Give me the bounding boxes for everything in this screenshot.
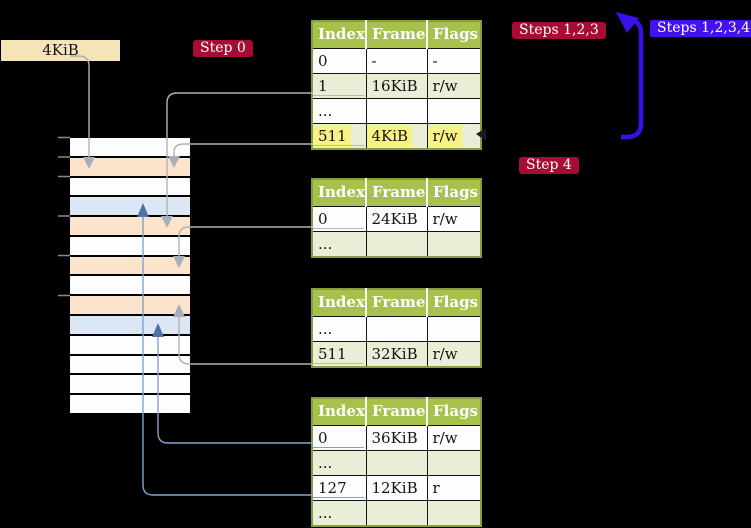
badge-steps-1234: Steps 1,2,3,4 [650,20,751,37]
table-row: 0 36KiB r/w [312,425,481,451]
table-row: 0 - - [312,48,481,74]
memory-frame-row [70,236,190,255]
memory-frame-row-pagetable [70,256,190,275]
col-header-frame: Frame [366,289,428,317]
col-header-frame: Frame [366,179,428,207]
arrow-p4e511-to-frame1 [173,143,313,156]
table-header-row: Index Frame Flags [312,179,481,207]
table-header-row: Index Frame Flags [312,398,481,426]
memory-frame-row [70,355,190,374]
col-header-flags: Flags [427,179,481,207]
table-header-row: Index Frame Flags [312,289,481,317]
memory-frame-row-pagetable [70,217,190,235]
memory-frame-row [70,276,190,295]
memory-frame-row [70,395,190,413]
col-header-flags: Flags [427,289,481,317]
table-row: ... [312,500,481,526]
col-header-flags: Flags [427,21,481,49]
page-table-p2: Index Frame Flags ... 511 32KiB r/w [311,288,482,368]
memory-frame-row-pagetable [70,296,190,315]
page-table-p1: Index Frame Flags 0 36KiB r/w ... 127 12… [311,397,482,527]
col-header-index: Index [312,21,367,49]
memory-frame-row [70,138,190,156]
highlighted-value: 511 [313,126,351,147]
physical-memory-strip [70,138,190,413]
badge-step-0: Step 0 [193,40,253,57]
memory-frame-row [70,335,190,354]
memory-frame-row-datapage [70,197,190,216]
col-header-index: Index [312,398,367,426]
memory-frame-row-pagetable [70,157,190,176]
badge-step-4: Step 4 [519,157,579,174]
col-header-frame: Frame [366,21,428,49]
col-header-frame: Frame [366,398,428,426]
col-header-index: Index [312,289,367,317]
memory-frame-row [70,375,190,394]
highlighted-value: 4KiB [366,126,413,147]
table-row: ... [312,450,481,476]
col-header-index: Index [312,179,367,207]
arrow-p2e511-to-frame8 [178,317,313,365]
frame-size-label: 4KiB [1,40,120,61]
page-table-p4: Index Frame Flags 0 - - 1 16KiB r/w ... … [311,20,482,150]
col-header-flags: Flags [427,398,481,426]
table-row: 0 24KiB r/w [312,206,481,232]
table-row: ... [312,316,481,342]
badge-steps-123: Steps 1,2,3 [512,22,606,39]
arrow-p3e0-to-frame6 [178,226,313,256]
table-row: 511 32KiB r/w [312,341,481,367]
table-row: 1 16KiB r/w [312,73,481,99]
table-row-highlighted: 511 4KiB r/w [312,123,481,149]
memory-frame-row-datapage [70,316,190,334]
table-row: 127 12KiB r [312,475,481,501]
page-table-p3: Index Frame Flags 0 24KiB r/w ... [311,178,482,258]
table-row: ... [312,98,481,124]
highlighted-value: r/w [427,126,462,147]
memory-frame-row [70,177,190,196]
indigo-loop-arrow [616,12,644,140]
table-row: ... [312,231,481,257]
memory-tick-marks [58,136,70,297]
table-header-row: Index Frame Flags [312,21,481,49]
